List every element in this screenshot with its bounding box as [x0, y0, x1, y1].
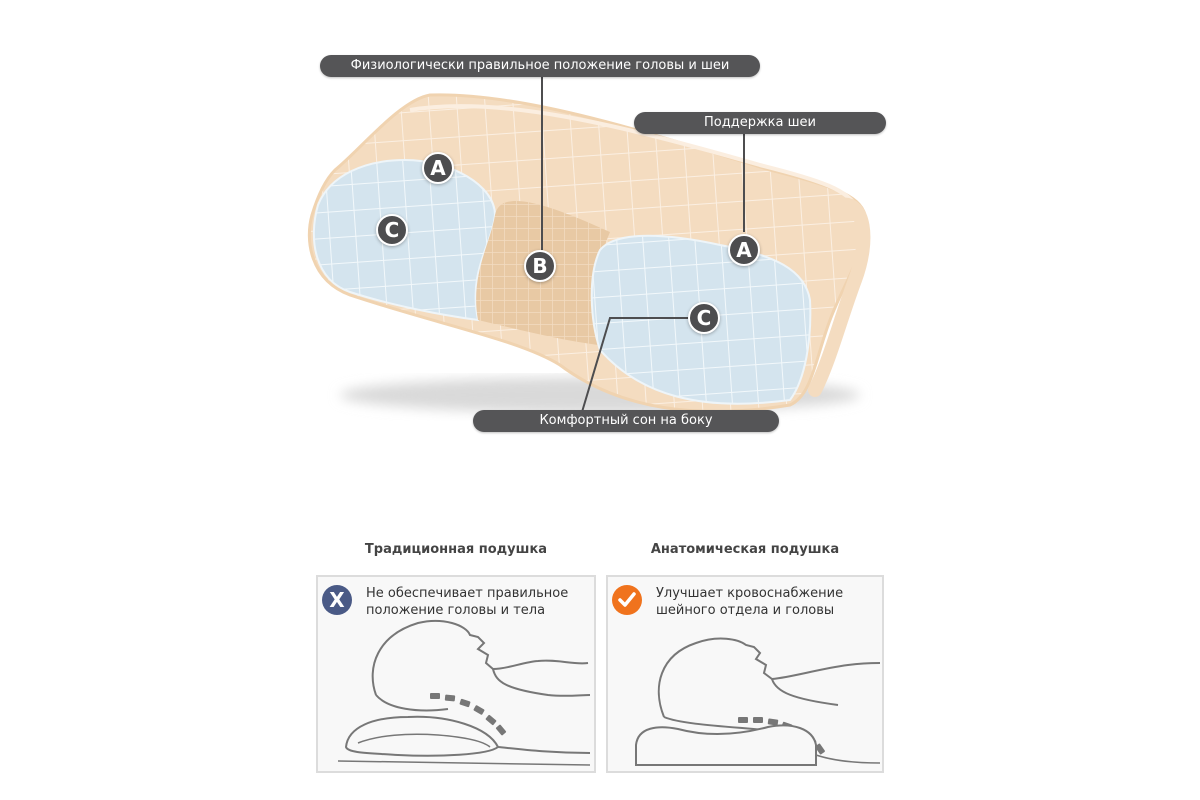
check-icon	[612, 585, 642, 615]
marker-a-right: A	[728, 234, 760, 266]
anatomical-text: Улучшает кровоснабжение шейного отдела и…	[656, 586, 844, 618]
marker-c-left: C	[376, 214, 408, 246]
callout-neck-support: Поддержка шеи	[634, 112, 886, 134]
pillow-right-end	[808, 197, 871, 397]
anatomical-sketch	[635, 637, 881, 766]
marker-c-right: C	[688, 302, 720, 334]
anatomical-title: Анатомическая подушка	[650, 542, 840, 557]
callout-side-sleep: Комфортный сон на боку	[473, 410, 779, 432]
traditional-spine	[430, 693, 507, 736]
marker-a-left: A	[422, 152, 454, 184]
connector-line-side-sleep	[581, 317, 690, 413]
pillow-top-rim	[409, 104, 860, 211]
callout-head-neck: Физиологически правильное положение голо…	[320, 55, 760, 77]
traditional-title: Традиционная подушка	[364, 542, 548, 557]
traditional-sketch	[337, 619, 591, 766]
marker-b-center: B	[524, 250, 556, 282]
cross-icon: X	[322, 585, 352, 615]
traditional-panel: X Не обеспечивает правильное положение г…	[316, 575, 596, 773]
anatomical-panel: Улучшает кровоснабжение шейного отдела и…	[606, 575, 884, 773]
traditional-text: Не обеспечивает правильное положение гол…	[366, 586, 569, 618]
